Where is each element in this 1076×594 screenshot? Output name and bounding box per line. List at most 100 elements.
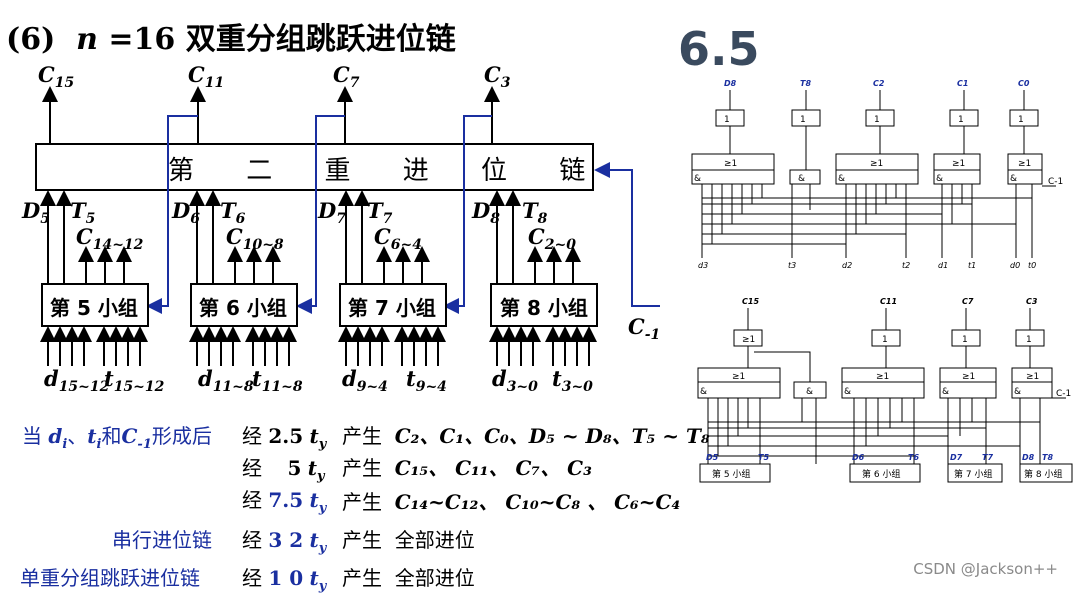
group-8-d-input: d3~0 xyxy=(492,366,538,396)
group-5-c-label: C14~12 xyxy=(76,224,144,254)
group-8-name: 第 8 小组 xyxy=(500,296,588,320)
svg-text:T8: T8 xyxy=(1042,453,1053,462)
svg-text:≥1: ≥1 xyxy=(962,372,975,382)
svg-text:≥1: ≥1 xyxy=(1018,159,1031,169)
svg-text:D8: D8 xyxy=(1022,453,1035,462)
svg-text:≥1: ≥1 xyxy=(732,372,745,382)
svg-text:1: 1 xyxy=(800,115,806,125)
left-diagram xyxy=(35,86,660,366)
group-8-box xyxy=(490,283,598,327)
group-6-d-label: D6 xyxy=(172,198,200,228)
svg-text:d2: d2 xyxy=(842,261,852,270)
svg-text:d3: d3 xyxy=(698,261,708,270)
svg-text:&: & xyxy=(838,174,845,184)
rb-top-label: C3 xyxy=(1026,297,1038,306)
svg-text:&: & xyxy=(844,387,851,397)
timing-row-5: 经 1 0 ty xyxy=(242,566,327,594)
group-6-t-label: T6 xyxy=(220,198,246,228)
group-7-c-label: C6~4 xyxy=(374,224,422,254)
group-6-t-input: t11~8 xyxy=(252,366,303,396)
svg-text:1: 1 xyxy=(962,335,968,345)
group-8-t-input: t3~0 xyxy=(552,366,593,396)
group-8-d-label: D8 xyxy=(472,198,500,228)
timing-result-4: 产生 全部进位 xyxy=(342,528,475,552)
svg-text:≥1: ≥1 xyxy=(876,372,889,382)
rb-top-label: C11 xyxy=(880,297,897,306)
group-7-t-label: T7 xyxy=(367,198,393,228)
output-c7-label: C7 xyxy=(333,62,360,92)
timing-row-3: 经 7.5 ty xyxy=(242,488,327,516)
svg-text:≥1: ≥1 xyxy=(724,159,737,169)
svg-text:d0: d0 xyxy=(1010,261,1020,270)
group-5-d-input: d15~12 xyxy=(44,366,110,396)
group-6-d-input: d11~8 xyxy=(198,366,254,396)
svg-text:t3: t3 xyxy=(788,261,796,270)
group-5-box xyxy=(41,283,149,327)
watermark: CSDN @Jackson++ xyxy=(913,560,1058,578)
svg-text:1: 1 xyxy=(958,115,964,125)
second-chain-label: 第 二 重 进 位 链 xyxy=(168,156,608,186)
rt-top-label: C1 xyxy=(957,79,968,88)
svg-text:1: 1 xyxy=(724,115,730,125)
group-7-t-input: t9~4 xyxy=(406,366,447,396)
rb-top-label: C15 xyxy=(742,297,759,306)
svg-text:&: & xyxy=(1010,174,1017,184)
timing-row-2: 经 5 ty xyxy=(242,456,325,484)
svg-text:t1: t1 xyxy=(968,261,976,270)
svg-text:&: & xyxy=(700,387,707,397)
group-6-c-label: C10~8 xyxy=(226,224,284,254)
svg-text:≥1: ≥1 xyxy=(870,159,883,169)
svg-text:第 6 小组: 第 6 小组 xyxy=(862,468,900,480)
timing-row-4: 经 3 2 ty xyxy=(242,528,327,556)
svg-text:T6: T6 xyxy=(908,453,919,462)
svg-text:≥1: ≥1 xyxy=(742,335,755,345)
svg-text:1: 1 xyxy=(882,335,888,345)
output-c11-label: C11 xyxy=(188,62,225,92)
svg-text:D5: D5 xyxy=(706,453,719,462)
svg-text:t2: t2 xyxy=(902,261,910,270)
group-5-t-input: t15~12 xyxy=(104,366,165,396)
section-number: 6.5 xyxy=(678,22,760,76)
group-7-d-input: d9~4 xyxy=(342,366,388,396)
timing-result-5: 产生 全部进位 xyxy=(342,566,475,590)
svg-text:第 5 小组: 第 5 小组 xyxy=(712,468,750,480)
svg-text:&: & xyxy=(806,387,813,397)
rt-top-label: D8 xyxy=(724,79,737,88)
svg-text:d1: d1 xyxy=(938,261,948,270)
svg-text:D6: D6 xyxy=(852,453,865,462)
svg-text:T7: T7 xyxy=(982,453,993,462)
group-8-t-label: T8 xyxy=(522,198,548,228)
top-output-arrows xyxy=(42,86,500,144)
svg-text:1: 1 xyxy=(1026,335,1032,345)
serial-chain-label: 串行进位链 xyxy=(112,528,212,552)
group-output-arrows xyxy=(40,190,581,284)
svg-text:D7: D7 xyxy=(950,453,963,462)
timing-condition: 当 di、ti和C-1形成后 xyxy=(22,424,212,452)
group-input-arrows xyxy=(40,326,597,366)
svg-text:≥1: ≥1 xyxy=(952,159,965,169)
svg-text:t0: t0 xyxy=(1028,261,1036,270)
svg-text:1: 1 xyxy=(874,115,880,125)
rt-cin-label: C-1 xyxy=(1048,177,1063,187)
svg-text:&: & xyxy=(798,174,805,184)
svg-text:第 8 小组: 第 8 小组 xyxy=(1024,468,1062,480)
group-5-d-label: D5 xyxy=(22,198,50,228)
output-c15-label: C15 xyxy=(38,62,75,92)
group-7-name: 第 7 小组 xyxy=(348,296,436,320)
group-7-box xyxy=(339,283,447,327)
timing-result-3: 产生 C₁₄~C₁₂、 C₁₀~C₈ 、 C₆~C₄ xyxy=(342,490,681,514)
group-5-t-label: T5 xyxy=(70,198,96,228)
rt-top-label: C0 xyxy=(1018,79,1030,88)
group-8-c-label: C2~0 xyxy=(528,224,576,254)
timing-row-1: 经 2.5 ty xyxy=(242,424,327,452)
right-top-circuit: D8 T8 C2 C1 C0 xyxy=(691,79,1063,270)
svg-text:≥1: ≥1 xyxy=(1026,372,1039,382)
carry-in-label: C-1 xyxy=(628,314,661,344)
second-chain-box xyxy=(35,143,594,191)
right-bottom-circuit: C15 C11 C7 C3 xyxy=(697,297,1073,483)
output-c3-label: C3 xyxy=(484,62,511,92)
svg-text:&: & xyxy=(694,174,701,184)
svg-text:T5: T5 xyxy=(758,453,769,462)
group-6-name: 第 6 小组 xyxy=(199,296,287,320)
svg-text:&: & xyxy=(1014,387,1021,397)
